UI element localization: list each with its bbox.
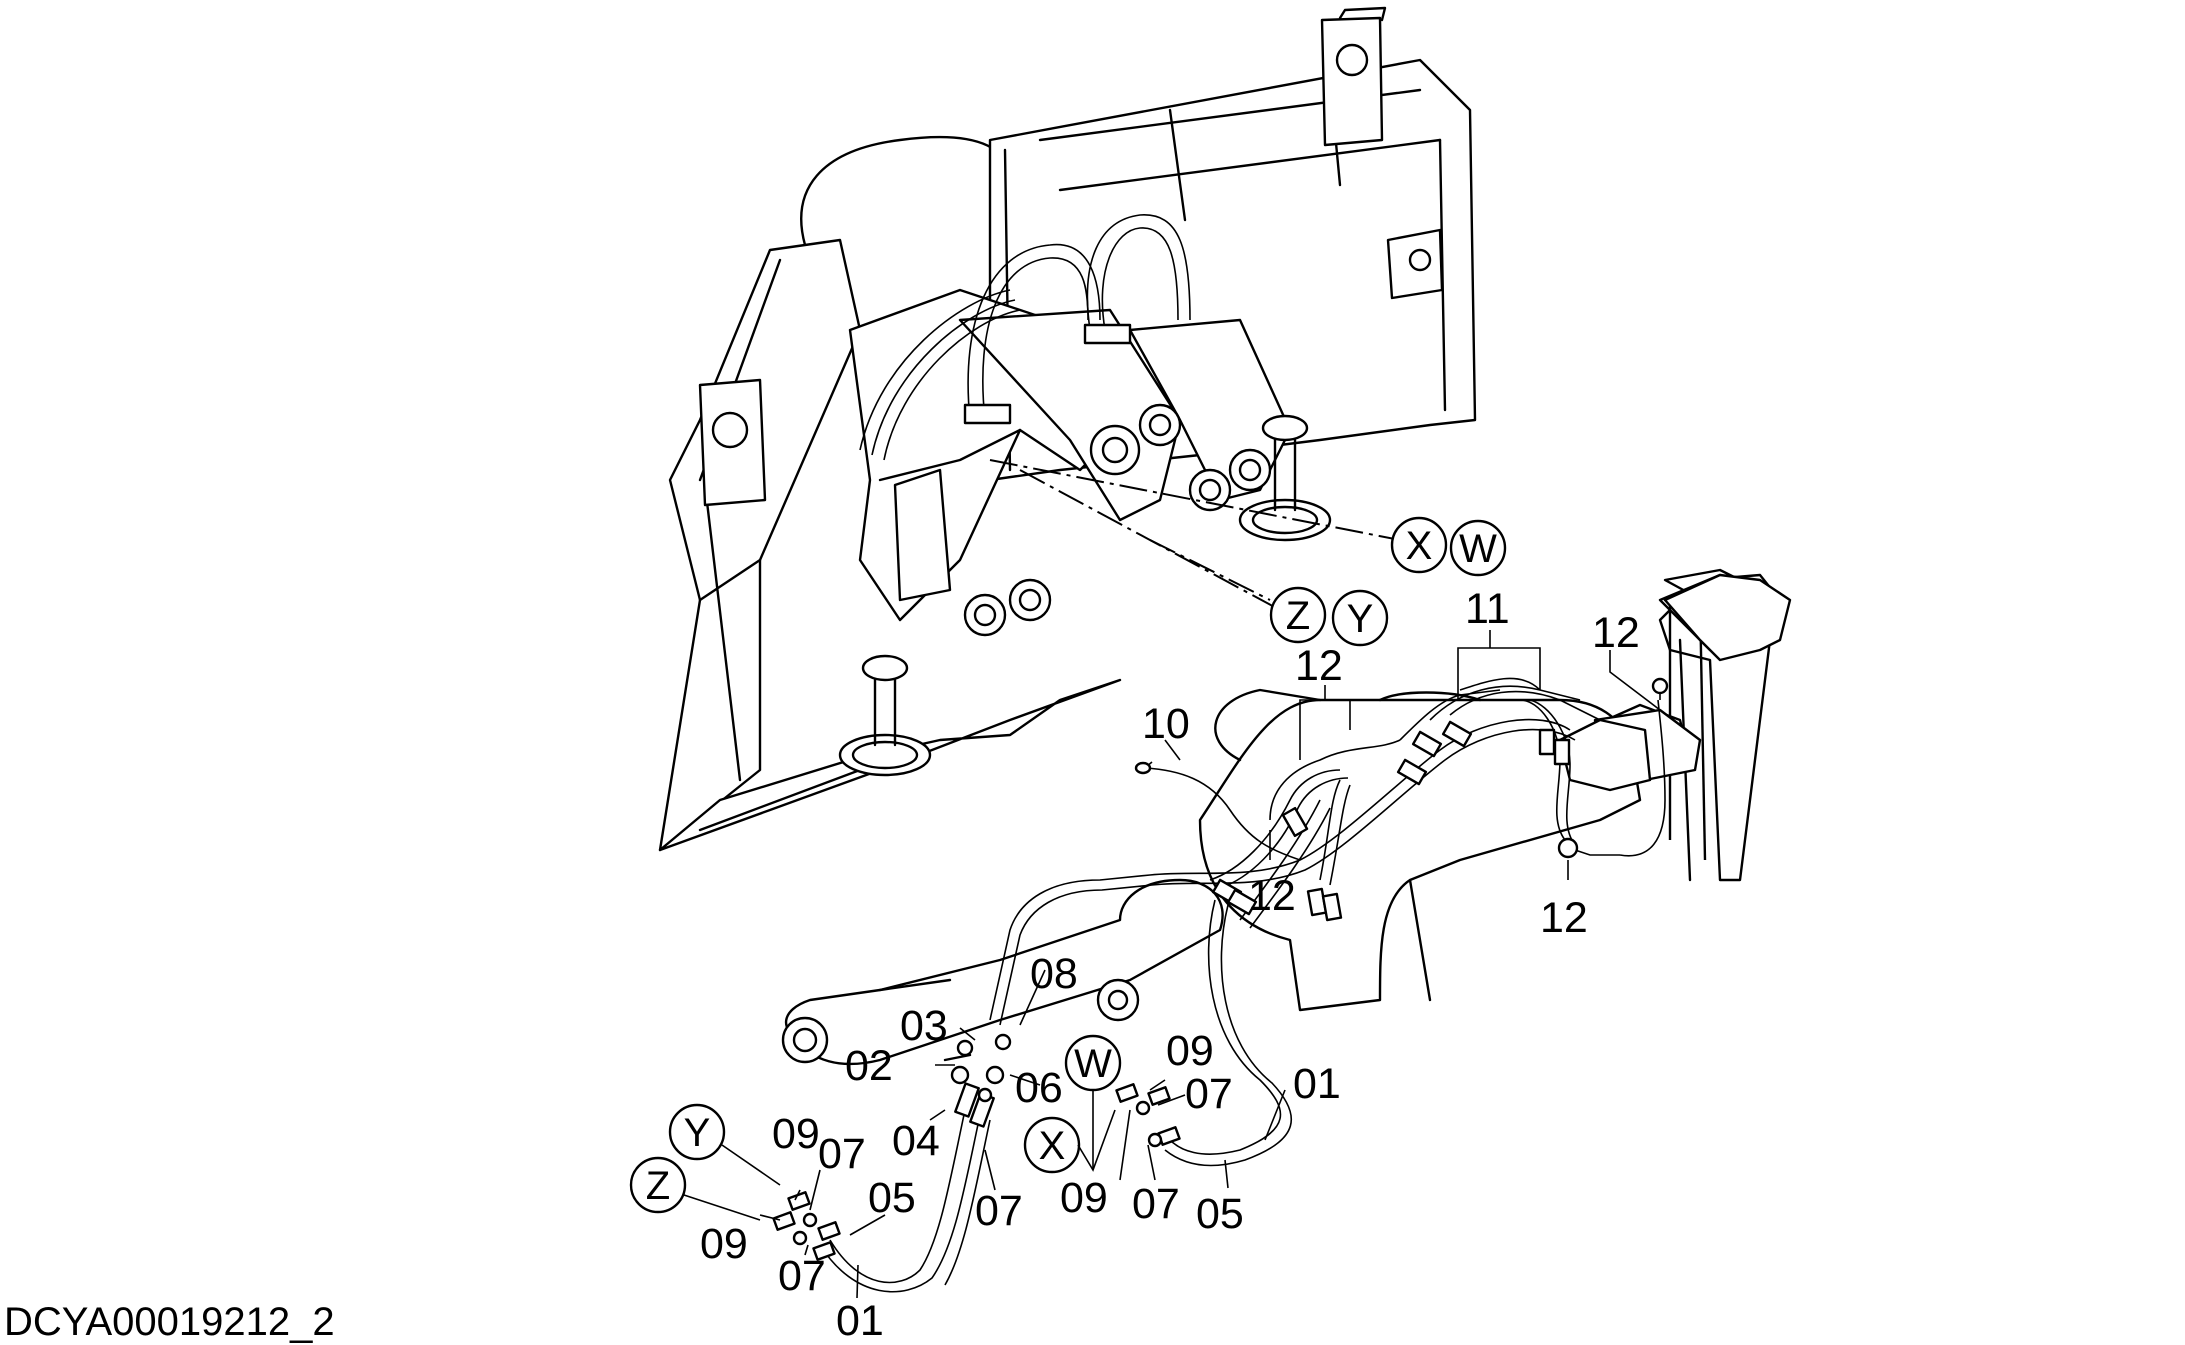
reference-circle-z-bottom: Z bbox=[629, 1156, 761, 1221]
part-label-12-c: 12 bbox=[1248, 872, 1296, 920]
support-pad-left bbox=[838, 654, 932, 777]
part-label-01-b: 01 bbox=[836, 1297, 884, 1345]
support-pad-right bbox=[1238, 414, 1332, 542]
part-label-09-b: 09 bbox=[772, 1110, 820, 1158]
reference-circle-w-top: W bbox=[1449, 519, 1507, 577]
svg-text:W: W bbox=[1074, 1042, 1112, 1086]
svg-text:X: X bbox=[1406, 524, 1433, 568]
part-label-07-d: 07 bbox=[1132, 1180, 1180, 1228]
part-label-09-c: 09 bbox=[1060, 1174, 1108, 1222]
part-label-03: 03 bbox=[900, 1002, 948, 1050]
part-label-11: 11 bbox=[1465, 585, 1510, 633]
reference-circle-x-bottom: X bbox=[1023, 1109, 1116, 1174]
svg-text:W: W bbox=[1459, 527, 1497, 571]
part-label-04: 04 bbox=[892, 1117, 940, 1165]
reference-circle-z-top: Z bbox=[1269, 586, 1327, 644]
svg-text:Y: Y bbox=[1347, 597, 1374, 641]
part-label-07-c: 07 bbox=[975, 1187, 1023, 1235]
part-label-08: 08 bbox=[1030, 950, 1078, 998]
part-label-10: 10 bbox=[1142, 700, 1190, 748]
part-label-07-e: 07 bbox=[778, 1252, 826, 1300]
document-id: DCYA00019212_2 bbox=[4, 1300, 335, 1344]
part-label-07-a: 07 bbox=[1185, 1070, 1233, 1118]
part-label-09-a: 09 bbox=[1166, 1027, 1214, 1075]
dozer-blade-assembly bbox=[658, 6, 1477, 852]
boom-hose-assembly bbox=[772, 568, 1792, 1293]
part-label-07-b: 07 bbox=[818, 1130, 866, 1178]
svg-text:Z: Z bbox=[1286, 594, 1310, 638]
part-label-12-a: 12 bbox=[1295, 642, 1343, 690]
svg-text:X: X bbox=[1039, 1124, 1066, 1168]
reference-circle-w-bottom: W bbox=[1064, 1034, 1122, 1170]
part-label-05-a: 05 bbox=[868, 1174, 916, 1222]
part-label-05-b: 05 bbox=[1196, 1190, 1244, 1238]
part-label-12-b: 12 bbox=[1592, 609, 1640, 657]
bracket-11 bbox=[1457, 647, 1541, 700]
part-label-12-d: 12 bbox=[1540, 894, 1588, 942]
part-label-09-d: 09 bbox=[700, 1220, 748, 1268]
svg-text:Y: Y bbox=[684, 1111, 711, 1155]
part-label-02: 02 bbox=[845, 1042, 893, 1090]
reference-circle-y-top: Y bbox=[1331, 589, 1389, 647]
reference-circle-y-bottom: Y bbox=[668, 1103, 781, 1186]
svg-text:Z: Z bbox=[646, 1164, 670, 1208]
part-label-06: 06 bbox=[1015, 1064, 1063, 1112]
reference-circle-x-top: X bbox=[1390, 516, 1448, 574]
part-label-01-a: 01 bbox=[1293, 1060, 1341, 1108]
